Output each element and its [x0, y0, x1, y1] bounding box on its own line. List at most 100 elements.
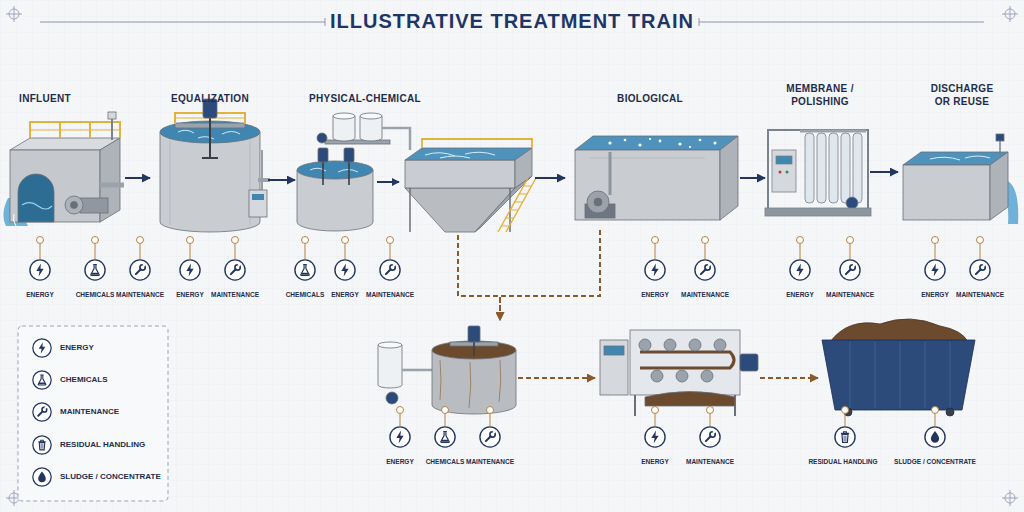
mix-tank — [344, 148, 354, 162]
biological-basin — [649, 138, 651, 140]
resource-callouts — [387, 237, 394, 244]
legend-frame — [33, 371, 51, 389]
influent-structure — [3, 112, 124, 226]
sludge-container — [946, 408, 954, 416]
discharge-basin — [990, 152, 1008, 220]
thickener — [386, 392, 398, 404]
clarifier — [405, 148, 532, 160]
biological-basin — [659, 140, 662, 143]
resource-caption: MAINTENANCE — [200, 291, 270, 299]
belt-press — [740, 354, 758, 371]
clarifier — [422, 139, 532, 148]
belt-press — [714, 339, 726, 351]
discharge-basin — [903, 165, 990, 220]
stage-heading: EQUALIZATION — [150, 92, 270, 105]
resource-callouts — [30, 260, 50, 280]
belt-press — [664, 339, 676, 351]
biological-basin — [587, 191, 609, 213]
biological-basin — [609, 152, 612, 195]
membrane-skid — [817, 133, 826, 203]
belt-press — [604, 346, 624, 355]
belt-press — [630, 330, 740, 395]
resource-callouts — [225, 260, 245, 280]
process-unit: INFLUENTENERGYCHEMICALSMAINTENANCE — [5, 115, 125, 225]
thickener — [468, 326, 480, 342]
resource-callouts — [397, 407, 404, 414]
flow-arrow — [125, 177, 150, 179]
clarifier — [501, 186, 531, 226]
thickener — [378, 345, 402, 388]
resource-callouts — [40, 244, 980, 260]
legend-frame — [18, 326, 168, 501]
chemical-feed-tanks — [317, 133, 327, 143]
resource-callouts — [187, 237, 194, 244]
membrane-skid — [829, 133, 838, 203]
sludge-flow-arrow — [458, 235, 500, 320]
membrane-skid — [846, 197, 858, 209]
process-unit: BIOLOGICALENERGYMAINTENANCE — [565, 130, 740, 230]
legend-frame — [33, 403, 51, 421]
biological-basin — [714, 142, 717, 145]
stage-heading: PHYSICAL-CHEMICAL — [295, 92, 435, 105]
membrane-skid — [765, 130, 871, 216]
resource-caption: ENERGY — [765, 291, 835, 299]
biological-basin — [594, 198, 602, 206]
influent-structure — [80, 198, 108, 213]
resource-callouts — [342, 237, 349, 244]
thickener — [378, 326, 516, 414]
biological-basin — [699, 139, 702, 142]
resource-caption: ENERGY — [5, 291, 75, 299]
chemical-feed-tanks — [360, 113, 382, 119]
legend-frame — [33, 468, 51, 486]
resource-callouts — [232, 237, 239, 244]
discharge-basin — [930, 156, 990, 160]
process-unit: ENERGYMAINTENANCE — [595, 312, 760, 417]
influent-structure — [111, 118, 113, 140]
sludge-flow-arrow — [518, 377, 595, 379]
clarifier — [405, 139, 536, 232]
discharge-basin — [996, 134, 1004, 141]
equalization-tank — [249, 190, 267, 217]
resource-caption: ENERGY — [620, 458, 690, 466]
influent-structure — [108, 112, 116, 119]
sludge-flow-arrow — [500, 230, 600, 320]
influent-structure — [30, 130, 120, 131]
title-rule — [699, 22, 984, 23]
thickener — [440, 360, 501, 408]
process-unit: EQUALIZATIONENERGYMAINTENANCE — [150, 108, 268, 235]
stage-heading: MEMBRANE / POLISHING — [783, 82, 857, 108]
membrane-skid — [853, 133, 862, 203]
biological-basin — [575, 136, 738, 150]
belt-press — [645, 392, 735, 407]
membrane-skid — [768, 130, 868, 210]
resource-callouts — [932, 237, 939, 244]
resource-callouts — [30, 237, 990, 448]
discharge-basin — [903, 134, 1018, 224]
resource-callouts — [847, 237, 854, 244]
biological-basin — [575, 150, 720, 220]
title-rule — [40, 22, 325, 23]
resource-callouts — [840, 260, 860, 280]
resource-callouts — [652, 407, 659, 414]
resource-callouts — [842, 407, 849, 414]
diagram-title: ILLUSTRATIVE TREATMENT TRAIN — [0, 9, 1024, 33]
resource-callouts — [302, 237, 309, 244]
resource-callouts — [695, 260, 715, 280]
resource-caption: MAINTENANCE — [675, 458, 745, 466]
corner-mark — [1002, 490, 1018, 506]
sludge-container — [822, 340, 975, 410]
biological-basin — [678, 142, 681, 145]
flow-arrow — [268, 179, 295, 181]
resource-callouts — [645, 260, 665, 280]
chemical-feed-tanks — [333, 116, 355, 141]
chemical-feed-tanks — [333, 113, 355, 119]
resource-callouts — [435, 427, 455, 447]
flow-arrow — [870, 171, 898, 173]
process-unit: PHYSICAL-CHEMICALCHEMICALSENERGYMAINTENA… — [295, 108, 535, 235]
resource-callouts — [180, 260, 200, 280]
title-rule — [325, 18, 326, 26]
flow-arrow — [377, 181, 399, 183]
